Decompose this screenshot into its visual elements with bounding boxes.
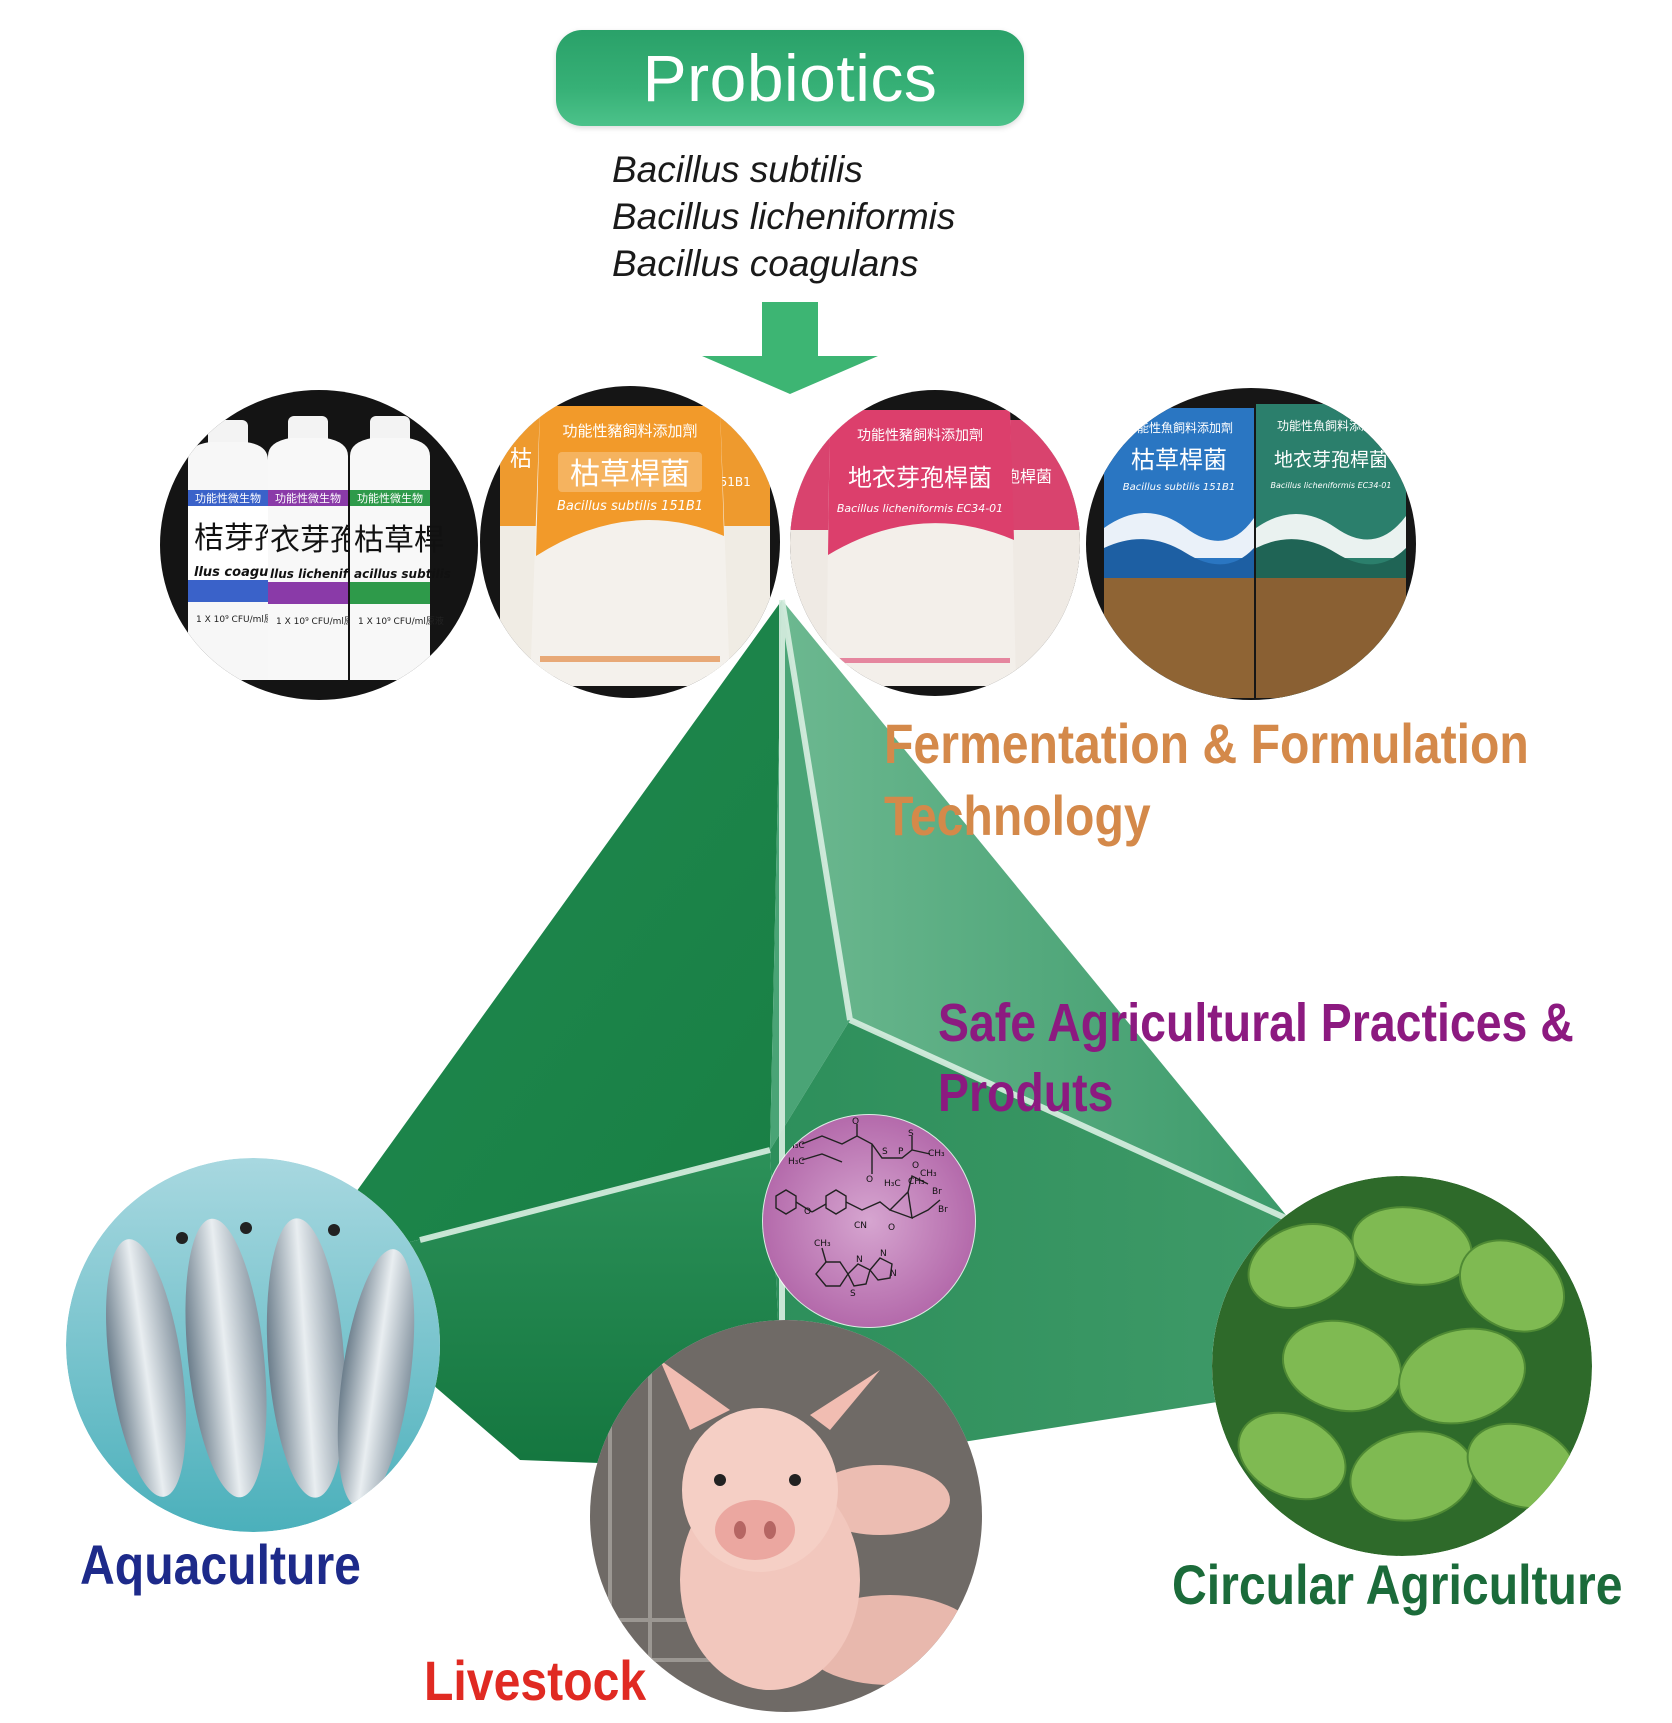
svg-text:N: N: [856, 1255, 863, 1265]
species-subtilis: Bacillus subtilis: [612, 149, 863, 190]
svg-text:孢桿菌: 孢桿菌: [1004, 467, 1052, 486]
svg-text:枯草桿: 枯草桿: [354, 523, 444, 558]
label-fermentation-line1: Fermentation & Formulation: [884, 712, 1529, 775]
svg-text:功能性微生物: 功能性微生物: [195, 491, 261, 505]
svg-text:CN: CN: [854, 1221, 867, 1231]
svg-text:H₃C: H₃C: [788, 1141, 805, 1151]
svg-text:1 X 10⁹ CFU/ml原液: 1 X 10⁹ CFU/ml原液: [276, 615, 362, 627]
svg-text:O: O: [912, 1161, 919, 1171]
svg-text:功能性微生物: 功能性微生物: [275, 491, 341, 505]
svg-text:功能性豬飼料添加劑: 功能性豬飼料添加劑: [562, 422, 697, 440]
svg-text:Bacillus subtilis 151B1: Bacillus subtilis 151B1: [557, 499, 703, 514]
svg-text:CH₃: CH₃: [814, 1239, 831, 1249]
svg-text:功能性魚飼料添加劑: 功能性魚飼料添加劑: [1125, 420, 1233, 435]
chemical-structures-circle: H₃C H₃C O O S P S O CH₃ CH₃ H₃C CH₃ Br B…: [762, 1114, 976, 1328]
pyramid-face-front: [770, 600, 850, 1150]
svg-text:O: O: [804, 1207, 811, 1217]
svg-text:1 X 10⁹ CFU/ml原液: 1 X 10⁹ CFU/ml原液: [196, 613, 282, 625]
title-badge: Probiotics: [556, 30, 1024, 126]
svg-text:CH₃: CH₃: [908, 1177, 925, 1187]
svg-text:acillus subtilis: acillus subtilis: [354, 567, 451, 581]
down-arrow-icon: [702, 302, 878, 394]
svg-text:S: S: [908, 1129, 914, 1139]
svg-text:N: N: [890, 1269, 897, 1279]
bottle-licheniformis: 功能性微生物 衣芽孢桿 llus licheniformis 1 X 10⁹ C…: [268, 416, 390, 680]
svg-text:1 X 10⁹ CFU/ml原液: 1 X 10⁹ CFU/ml原液: [358, 615, 444, 627]
photo-fish-feed-bags: 功能性魚飼料添加劑 枯草桿菌 Bacillus subtilis 151B1 功…: [1086, 388, 1416, 700]
svg-text:枯草桿菌: 枯草桿菌: [1131, 446, 1227, 474]
label-livestock: Livestock: [424, 1649, 647, 1712]
photo-orange-feed-bag: 枯 151B1 功能性豬飼料添加劑 枯草桿菌 Bacillus subtilis…: [480, 386, 780, 698]
svg-text:功能性豬飼料添加劑: 功能性豬飼料添加劑: [857, 427, 983, 444]
svg-text:O: O: [888, 1223, 895, 1233]
svg-text:S: S: [882, 1147, 888, 1157]
label-fermentation-line2: Technology: [884, 784, 1151, 847]
label-safe-line1: Safe Agricultural Practices &: [938, 993, 1574, 1053]
svg-text:枯: 枯: [510, 447, 532, 472]
svg-text:Bacillus licheniformis EC34-01: Bacillus licheniformis EC34-01: [1271, 481, 1392, 490]
svg-text:O: O: [852, 1117, 859, 1127]
svg-text:CH₃: CH₃: [928, 1149, 945, 1159]
bottle-subtilis: 功能性微生物 枯草桿 acillus subtilis 1 X 10⁹ CFU/…: [350, 416, 451, 680]
svg-text:Br: Br: [938, 1205, 948, 1215]
species-coagulans: Bacillus coagulans: [612, 243, 919, 284]
pyramid-face-right: [782, 600, 1290, 1220]
svg-text:枯草桿菌: 枯草桿菌: [570, 457, 690, 492]
svg-text:O: O: [866, 1175, 873, 1185]
label-safe-practices: Safe Agricultural Practices & Produts: [938, 988, 1574, 1128]
label-aquaculture: Aquaculture: [80, 1533, 361, 1596]
svg-text:S: S: [850, 1289, 856, 1299]
svg-text:N: N: [880, 1249, 887, 1259]
svg-text:Br: Br: [932, 1187, 942, 1197]
photo-probiotic-bottles: 功能性微生物 桔芽孢桿 llus coagulans 1 X 10⁹ CFU/m…: [160, 390, 478, 700]
photo-pink-feed-bag: 孢桿菌 功能性豬飼料添加劑 地衣芽孢桿菌 Bacillus lichenifor…: [790, 390, 1080, 696]
svg-text:地衣芽孢桿菌: 地衣芽孢桿菌: [848, 464, 992, 492]
svg-text:地衣芽孢桿菌: 地衣芽孢桿菌: [1274, 449, 1388, 471]
svg-text:H₃C: H₃C: [788, 1157, 805, 1167]
species-licheniformis: Bacillus licheniformis: [612, 196, 956, 237]
label-safe-line2: Produts: [938, 1063, 1114, 1123]
svg-text:功能性微生物: 功能性微生物: [357, 491, 423, 505]
svg-text:Bacillus licheniformis EC34-01: Bacillus licheniformis EC34-01: [837, 502, 1003, 515]
pyramid-face-left: [300, 600, 782, 1270]
photo-aquaculture-fish: [66, 1158, 440, 1532]
label-fermentation: Fermentation & Formulation Technology: [884, 708, 1529, 852]
svg-text:Bacillus subtilis 151B1: Bacillus subtilis 151B1: [1123, 482, 1235, 493]
title-text: Probiotics: [642, 41, 938, 115]
label-circular-agriculture: Circular Agriculture: [1172, 1553, 1623, 1616]
svg-text:P: P: [898, 1147, 904, 1157]
photo-livestock-pig: [590, 1320, 982, 1712]
pig: [660, 1360, 880, 1690]
photo-circular-agriculture-greens: [1212, 1176, 1592, 1556]
svg-text:H₃C: H₃C: [884, 1179, 901, 1189]
svg-text:CH₃: CH₃: [920, 1169, 937, 1179]
fish-group: [106, 1218, 415, 1507]
species-list: Bacillus subtilis Bacillus licheniformis…: [612, 146, 955, 287]
